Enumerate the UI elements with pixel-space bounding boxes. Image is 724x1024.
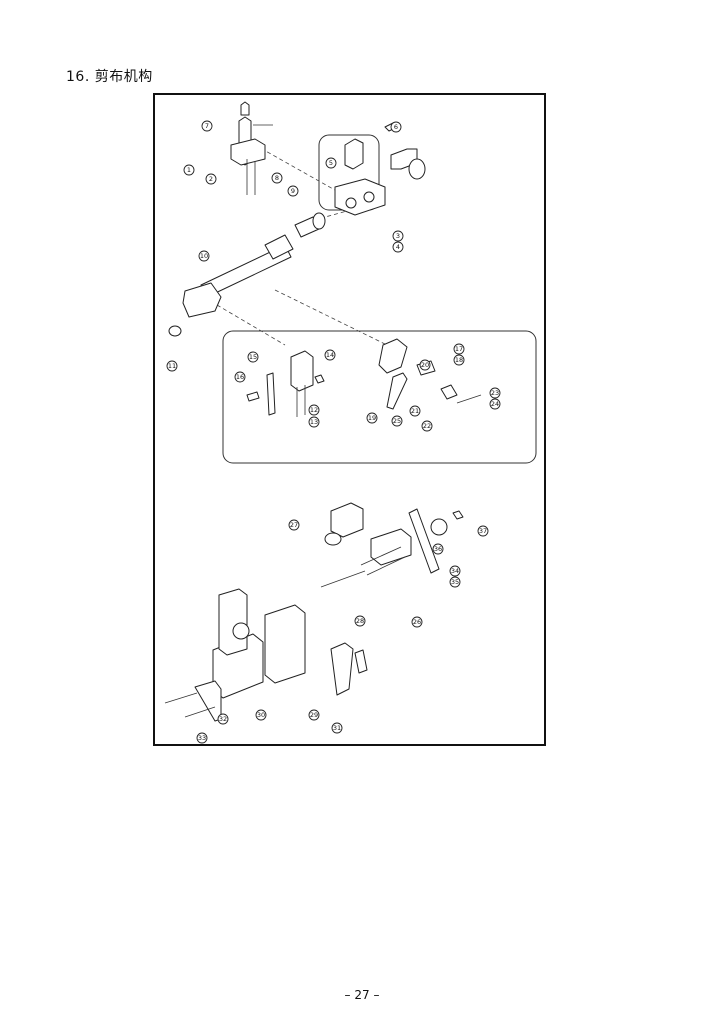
callout-18: 18 (453, 354, 465, 366)
callout-12: 12 (308, 404, 320, 416)
callout-11: 11 (166, 360, 178, 372)
callout-28: 28 (354, 615, 366, 627)
svg-text:12: 12 (310, 406, 318, 414)
svg-text:20: 20 (421, 361, 429, 369)
upper-arm-assembly (230, 101, 273, 195)
svg-text:4: 4 (396, 243, 400, 251)
callout-21: 21 (409, 405, 421, 417)
callout-25: 25 (391, 415, 403, 427)
svg-text:34: 34 (451, 567, 459, 575)
svg-text:32: 32 (219, 715, 227, 723)
callout-4: 4 (392, 241, 404, 253)
callout-23: 23 (489, 387, 501, 399)
callout-33: 33 (196, 732, 208, 744)
clamp-assembly (334, 122, 426, 216)
lower-base-assembly (164, 588, 306, 722)
svg-text:14: 14 (326, 351, 334, 359)
callout-13: 13 (308, 416, 320, 428)
callout-16: 16 (234, 371, 246, 383)
callout-17: 17 (453, 343, 465, 355)
svg-text:21: 21 (411, 407, 419, 415)
callout-8: 8 (271, 172, 283, 184)
svg-text:19: 19 (368, 414, 376, 422)
svg-text:17: 17 (455, 345, 463, 353)
guide-line (274, 289, 388, 346)
svg-text:35: 35 (451, 578, 459, 586)
svg-text:30: 30 (257, 711, 265, 719)
section-heading: 16. 剪布机构 (66, 66, 153, 86)
svg-text:15: 15 (249, 353, 257, 361)
svg-text:13: 13 (310, 418, 318, 426)
svg-text:33: 33 (198, 734, 206, 742)
callout-36: 36 (432, 543, 444, 555)
callout-37: 37 (477, 525, 489, 537)
callout-20: 20 (419, 359, 431, 371)
svg-text:16: 16 (236, 373, 244, 381)
callout-6: 6 (390, 121, 402, 133)
svg-text:28: 28 (356, 617, 364, 625)
callout-35: 35 (449, 576, 461, 588)
page-number: – 27 – (344, 988, 380, 1002)
callout-24: 24 (489, 398, 501, 410)
callout-3: 3 (392, 230, 404, 242)
svg-text:5: 5 (329, 159, 333, 167)
svg-text:24: 24 (491, 400, 499, 408)
svg-text:10: 10 (200, 252, 208, 260)
callout-9: 9 (287, 185, 299, 197)
knife-holder-right (378, 338, 482, 410)
svg-text:11: 11 (168, 362, 176, 370)
svg-text:1: 1 (187, 166, 191, 174)
svg-text:29: 29 (310, 711, 318, 719)
callout-26: 26 (411, 616, 423, 628)
svg-text:36: 36 (434, 545, 442, 553)
svg-text:9: 9 (291, 187, 295, 195)
svg-text:6: 6 (394, 123, 398, 131)
svg-text:22: 22 (423, 422, 431, 430)
svg-text:23: 23 (491, 389, 499, 397)
svg-text:3: 3 (396, 232, 400, 240)
callout-14: 14 (324, 349, 336, 361)
section-title: 剪布机构 (94, 69, 153, 85)
callout-34: 34 (449, 565, 461, 577)
guide-line (216, 304, 286, 346)
callout-7: 7 (201, 120, 213, 132)
callout-32: 32 (217, 713, 229, 725)
callout-10: 10 (198, 250, 210, 262)
svg-text:18: 18 (455, 356, 463, 364)
callout-27: 27 (288, 519, 300, 531)
knife-holder-left (246, 350, 325, 417)
svg-text:25: 25 (393, 417, 401, 425)
callout-15: 15 (247, 351, 259, 363)
cam-assembly (320, 502, 464, 696)
svg-text:2: 2 (209, 175, 213, 183)
section-number: 16. (66, 69, 90, 85)
subassembly-enclosure (222, 330, 537, 464)
svg-text:27: 27 (290, 521, 298, 529)
callout-29: 29 (308, 709, 320, 721)
callout-31: 31 (331, 722, 343, 734)
svg-text:31: 31 (333, 724, 341, 732)
exploded-parts-diagram: 1 2 3 4 5 6 7 8 9 10 11 12 13 14 15 16 1… (153, 93, 546, 746)
callout-1: 1 (183, 164, 195, 176)
callout-22: 22 (421, 420, 433, 432)
svg-text:37: 37 (479, 527, 487, 535)
callout-19: 19 (366, 412, 378, 424)
main-shaft (168, 212, 326, 337)
svg-text:8: 8 (275, 174, 279, 182)
callout-5: 5 (325, 157, 337, 169)
callout-30: 30 (255, 709, 267, 721)
svg-text:7: 7 (205, 122, 209, 130)
callout-2: 2 (205, 173, 217, 185)
parts-drawing: 1 2 3 4 5 6 7 8 9 10 11 12 13 14 15 16 1… (164, 101, 537, 744)
svg-text:26: 26 (413, 618, 421, 626)
